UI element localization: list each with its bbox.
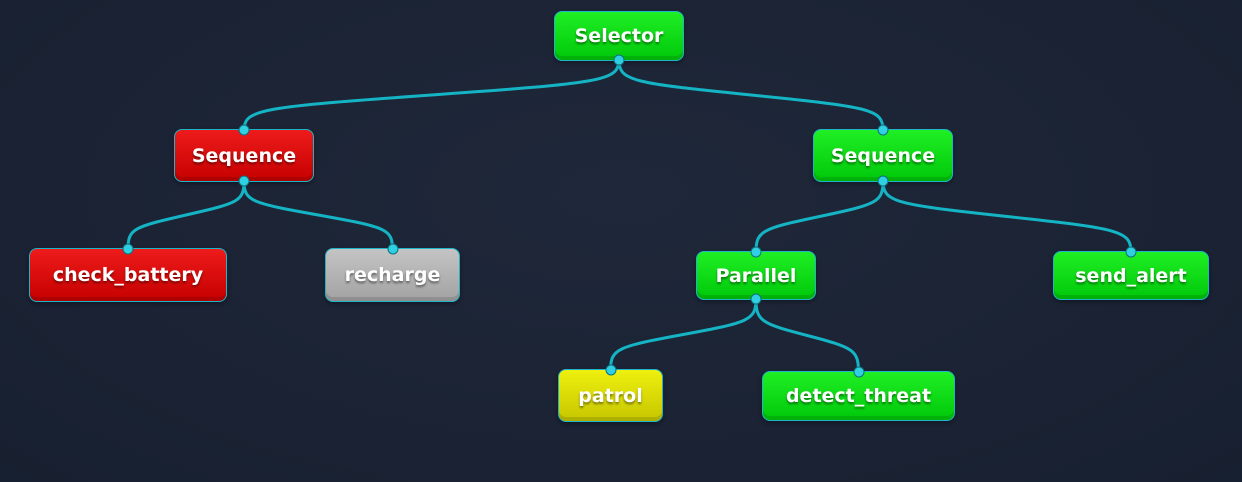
edge-seq-right-to-parallel	[754, 179, 885, 254]
edge-seq-left-to-check-battery	[126, 179, 246, 251]
node-recharge[interactable]: recharge	[325, 248, 460, 302]
input-port[interactable]	[853, 366, 864, 378]
edge-parallel-to-detect-threat	[754, 297, 860, 374]
edge-selector-to-seq-left	[242, 58, 621, 132]
output-port[interactable]	[877, 175, 889, 187]
output-port[interactable]	[750, 293, 762, 305]
edge-selector-to-seq-right	[617, 58, 885, 132]
node-patrol[interactable]: patrol	[558, 369, 663, 422]
input-port[interactable]	[877, 124, 889, 136]
input-port[interactable]	[238, 124, 250, 136]
node-label: send_alert	[1075, 264, 1187, 287]
node-sequence-left[interactable]: Sequence	[174, 129, 314, 182]
node-selector[interactable]: Selector	[554, 11, 684, 61]
output-port[interactable]	[238, 175, 250, 187]
node-label: detect_threat	[785, 385, 932, 407]
node-label: Sequence	[191, 144, 297, 167]
edge-seq-left-to-recharge	[242, 179, 394, 251]
node-send-alert[interactable]: send_alert	[1053, 251, 1209, 300]
output-port[interactable]	[613, 54, 625, 66]
edge-seq-right-to-send-alert	[881, 179, 1133, 254]
node-check-battery[interactable]: check_battery	[29, 248, 227, 302]
node-label: patrol	[578, 384, 643, 407]
input-port[interactable]	[387, 243, 398, 255]
node-label: check_battery	[52, 264, 204, 286]
node-detect-threat[interactable]: detect_threat	[762, 371, 955, 421]
input-port[interactable]	[750, 246, 762, 258]
node-label: Selector	[574, 25, 664, 47]
node-sequence-right[interactable]: Sequence	[813, 129, 953, 182]
node-label: recharge	[344, 264, 441, 286]
input-port[interactable]	[122, 243, 134, 255]
input-port[interactable]	[1125, 246, 1137, 258]
edge-parallel-to-patrol	[609, 297, 758, 372]
node-label: Sequence	[830, 144, 936, 167]
input-port[interactable]	[605, 364, 616, 376]
node-label: Parallel	[715, 264, 797, 287]
